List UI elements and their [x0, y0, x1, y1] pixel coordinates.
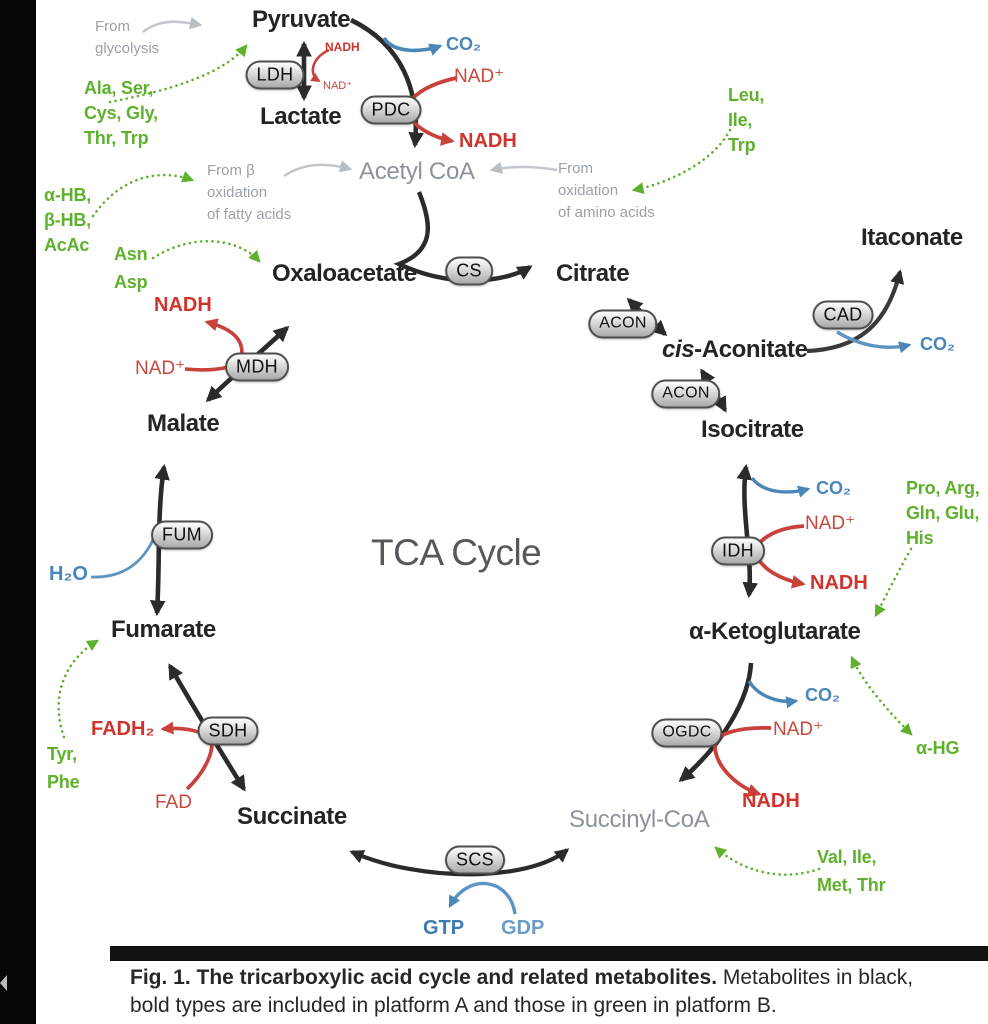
arrow-asn-to-oxaloacetate: [151, 239, 261, 263]
sdh-fadh2-label: FADH₂: [91, 718, 155, 740]
arrow-pyruvate-to-acetylcoa: [349, 17, 424, 149]
enzyme-pill-fum: FUM: [151, 520, 213, 550]
metabolite-isocitrate: Isocitrate: [701, 416, 804, 443]
enzyme-pill-mdh: MDH: [225, 352, 289, 382]
cad-co2-label: CO₂: [920, 334, 955, 354]
scs-gdp-label: GDP: [501, 917, 545, 939]
caption-line2: bold types are included in platform A an…: [130, 994, 777, 1017]
metabolite-acetyl-coa: Acetyl CoA: [359, 158, 475, 185]
note-from-glycolysis: From glycolysis: [95, 18, 160, 57]
arrow-pdc-co2: [382, 36, 443, 56]
caption-divider: [110, 946, 988, 961]
arrow-scs-gdp-gtp: [448, 881, 517, 915]
fum-h2o-label: H₂O: [49, 563, 88, 585]
green-acetyl-sources: Leu, Ile, Trp: [728, 85, 765, 155]
green-oaa-sources: Asn Asp: [114, 244, 148, 292]
ldh-nadh-label: NADH: [325, 40, 360, 54]
arrow-ketones-to-beta-oxidation: [91, 171, 195, 218]
note-from-amino-oxidation: From oxidation of amino acids: [558, 160, 655, 221]
left-edge-glyph: [0, 975, 7, 991]
metabolite-pyruvate: Pyruvate: [252, 6, 351, 33]
enzyme-pill-ogdc: OGDC: [651, 718, 723, 748]
ogdc-co2-label: CO₂: [805, 685, 840, 705]
ldh-nad-label: NAD⁺: [323, 80, 353, 92]
pdc-nad-label: NAD⁺: [454, 66, 505, 87]
metabolite-alpha-ketoglutarate: α-Ketoglutarate: [689, 618, 861, 645]
idh-co2-label: CO₂: [816, 478, 851, 498]
sdh-fad-label: FAD: [155, 792, 192, 813]
enzyme-pill-cad: CAD: [812, 300, 874, 330]
left-edge-bar: [0, 0, 36, 1024]
ogdc-nad-label: NAD⁺: [773, 719, 824, 740]
metabolite-succinyl-coa: Succinyl-CoA: [569, 806, 710, 833]
arrow-cad-co2: [836, 330, 912, 354]
green-pyruvate-sources: Ala, Ser, Cys, Gly, Thr, Trp: [84, 78, 158, 148]
green-fumarate-sources: Tyr, Phe: [47, 744, 80, 792]
arrow-from-beta-oxidation: [283, 160, 353, 178]
enzyme-pill-acon-top: ACON: [588, 309, 658, 339]
enzyme-pill-idh: IDH: [711, 536, 765, 566]
enzyme-pill-sdh: SDH: [197, 716, 259, 746]
arrow-ogdc-co2: [747, 680, 799, 709]
green-succinyl-sources: Val, Ile, Met, Thr: [817, 847, 886, 895]
metabolite-malate: Malate: [147, 410, 220, 437]
enzyme-pill-cs: CS: [445, 256, 493, 286]
caption-line1-rest: Metabolites in black,: [717, 966, 914, 989]
green-ketone-bodies: α-HB, β-HB, AcAc: [44, 185, 92, 255]
mdh-nad-label: NAD⁺: [135, 358, 186, 379]
arrow-his-to-akg: [874, 547, 913, 618]
enzyme-pill-ldh: LDH: [245, 60, 305, 90]
ogdc-nadh-label: NADH: [742, 790, 800, 812]
arrow-ogdc-nad-nadh: [713, 726, 772, 797]
arrow-val-to-succinylcoa: [714, 846, 821, 876]
metabolite-succinate: Succinate: [237, 803, 347, 830]
metabolite-oxaloacetate: Oxaloacetate: [272, 260, 417, 287]
note-from-beta-oxidation: From β oxidation of fatty acids: [207, 162, 292, 223]
arrow-fum-h2o: [90, 532, 158, 579]
aconitate-suffix: -Aconitate: [694, 336, 808, 363]
arrow-ldh-nadh-nad: [310, 48, 330, 83]
enzyme-pill-acon-bottom: ACON: [651, 379, 721, 409]
arrow-akg-to-ahg: [850, 655, 913, 736]
caption-bold: Fig. 1. The tricarboxylic acid cycle and…: [130, 966, 718, 989]
enzyme-pill-pdc: PDC: [360, 95, 422, 125]
cis-prefix: cis: [662, 336, 695, 363]
metabolite-lactate: Lactate: [260, 103, 342, 130]
metabolite-fumarate: Fumarate: [111, 616, 216, 643]
green-alpha-hg: α-HG: [916, 738, 960, 758]
mdh-nadh-label: NADH: [154, 294, 212, 316]
pdc-co2-label: CO₂: [446, 34, 481, 54]
idh-nadh-label: NADH: [810, 572, 868, 594]
arrow-idh-co2: [750, 476, 811, 498]
green-akg-sources: Pro, Arg, Gln, Glu, His: [906, 478, 980, 548]
scs-gtp-label: GTP: [423, 917, 465, 939]
enzyme-pill-scs: SCS: [445, 845, 505, 875]
diagram-title: TCA Cycle: [371, 532, 542, 573]
arrow-isocitrate-akg: [736, 463, 759, 599]
metabolite-citrate: Citrate: [556, 260, 630, 287]
arrow-from-amino-oxidation: [489, 161, 558, 174]
figure-caption: Fig. 1. The tricarboxylic acid cycle and…: [130, 964, 975, 1020]
metabolite-cis-aconitate: cis-Aconitate: [662, 336, 808, 364]
pdc-nadh-label: NADH: [459, 130, 517, 152]
metabolite-itaconate: Itaconate: [861, 224, 963, 251]
idh-nad-label: NAD⁺: [805, 513, 856, 534]
